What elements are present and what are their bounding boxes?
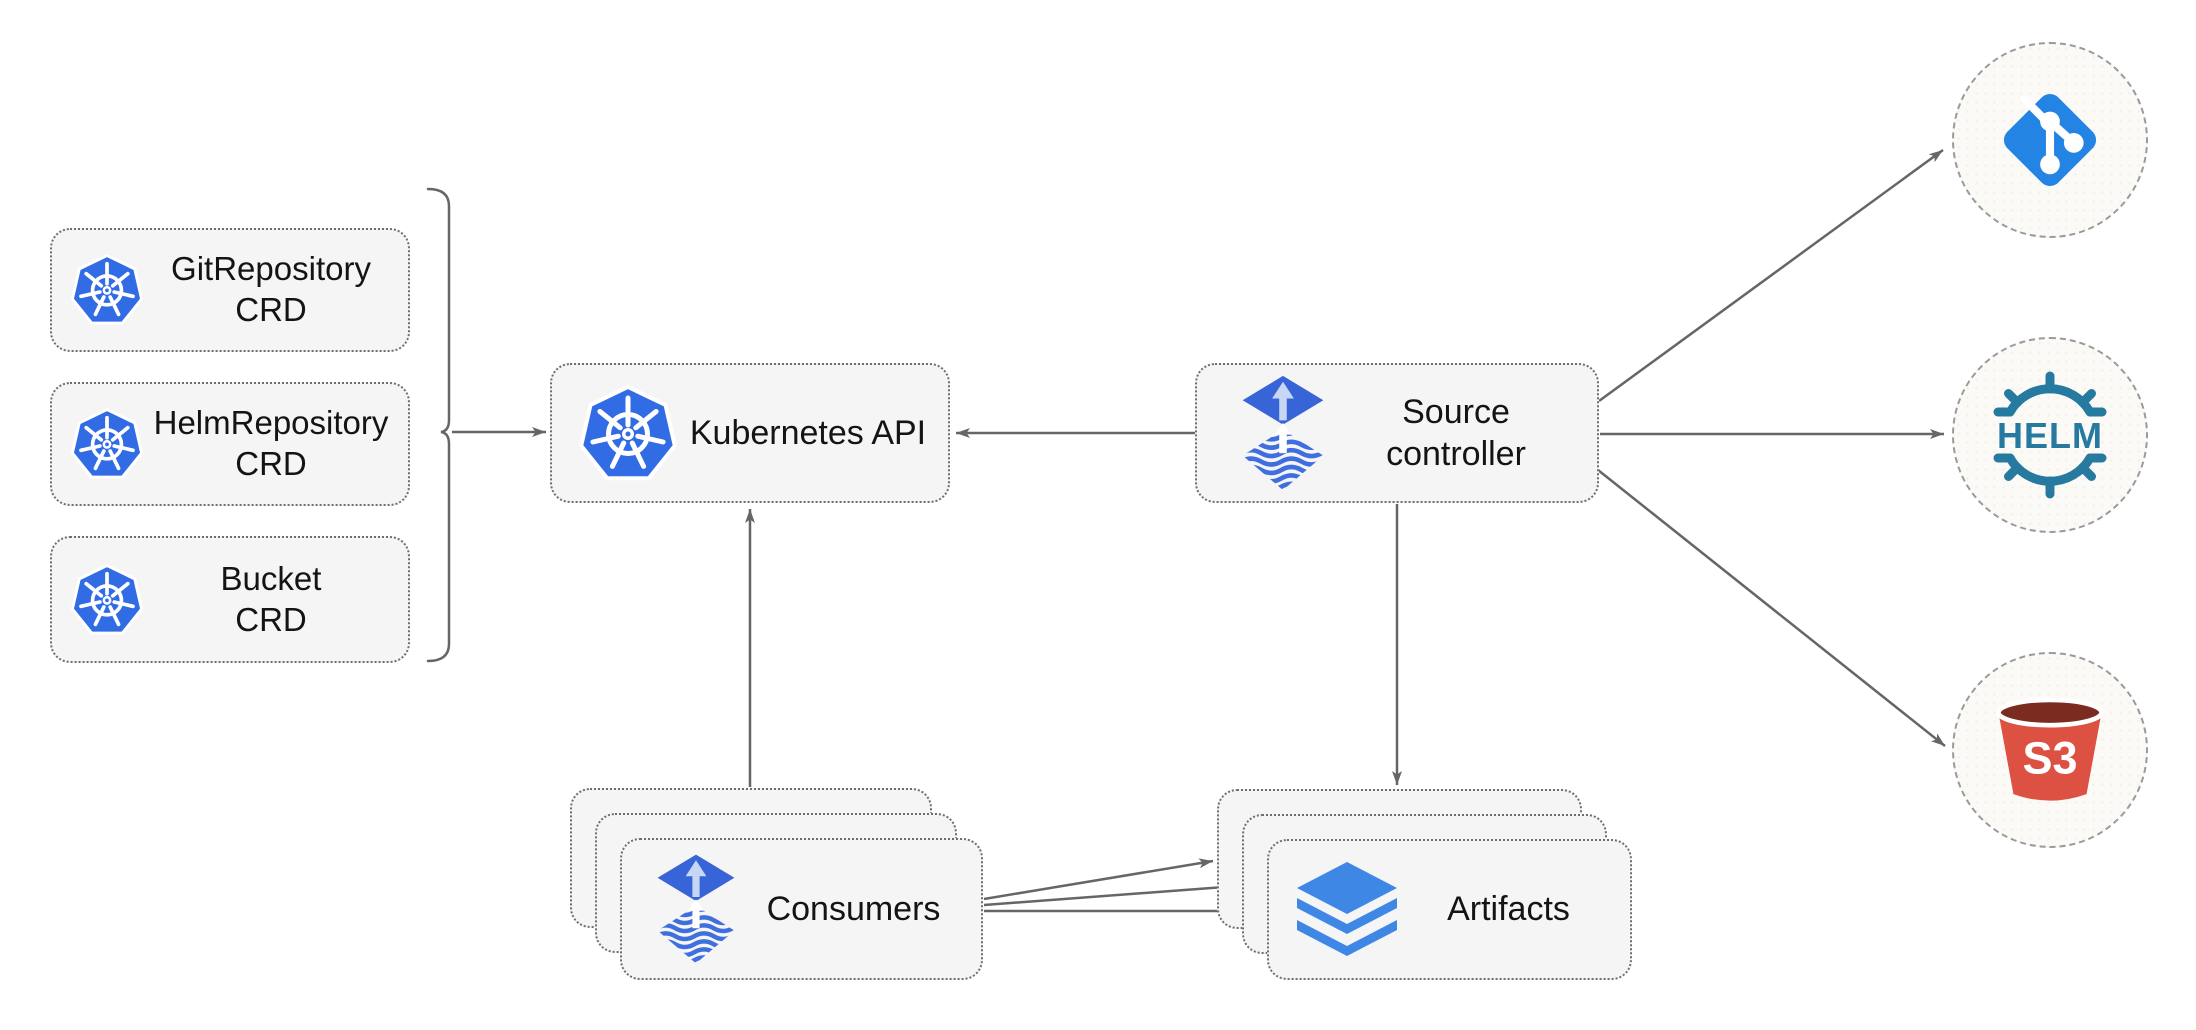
gitrepository-crd-node: GitRepository CRD — [50, 228, 410, 352]
helm-repository-node: HELM — [1952, 337, 2148, 533]
edge-consumers-to-artifacts-1 — [983, 858, 1214, 901]
artifacts-node: Artifacts — [1267, 839, 1632, 980]
kubernetes-icon — [578, 385, 678, 482]
s3-logo-text: S3 — [2022, 732, 2077, 783]
kubernetes-icon — [70, 254, 144, 326]
artifacts-label: Artifacts — [1447, 890, 1570, 929]
gitrepository-crd-label: GitRepository CRD — [171, 250, 371, 328]
edge-source-controller-to-git — [1598, 148, 1944, 403]
flux-icon — [1241, 374, 1325, 492]
helm-icon: HELM — [1970, 355, 2130, 515]
edge-consumers-to-artifacts-2 — [983, 882, 1239, 907]
s3-bucket-icon: S3 — [1975, 675, 2125, 825]
edge-source-controller-to-s3 — [1597, 469, 1946, 747]
kubernetes-icon — [70, 408, 144, 480]
helmrepository-crd-node: HelmRepository CRD — [50, 382, 410, 506]
consumers-label: Consumers — [766, 889, 941, 928]
kubernetes-api-label: Kubernetes API — [689, 413, 927, 452]
kubernetes-api-node: Kubernetes API — [550, 363, 950, 503]
helmrepository-crd-label: HelmRepository CRD — [153, 404, 389, 482]
kubernetes-icon — [70, 564, 144, 636]
crd-group-bracket — [426, 187, 451, 663]
git-repository-node — [1952, 42, 2148, 238]
bucket-crd-node: Bucket CRD — [50, 536, 410, 663]
source-controller-label: Source controller — [1386, 392, 1526, 473]
layers-icon — [1297, 862, 1397, 958]
s3-bucket-node: S3 — [1952, 652, 2148, 848]
git-icon — [1992, 82, 2108, 198]
helm-logo-text: HELM — [1997, 415, 2103, 456]
flux-icon — [656, 853, 736, 965]
consumers-node: Consumers — [620, 838, 983, 980]
bucket-crd-label: Bucket CRD — [220, 559, 322, 638]
source-controller-node: Source controller — [1195, 363, 1599, 503]
